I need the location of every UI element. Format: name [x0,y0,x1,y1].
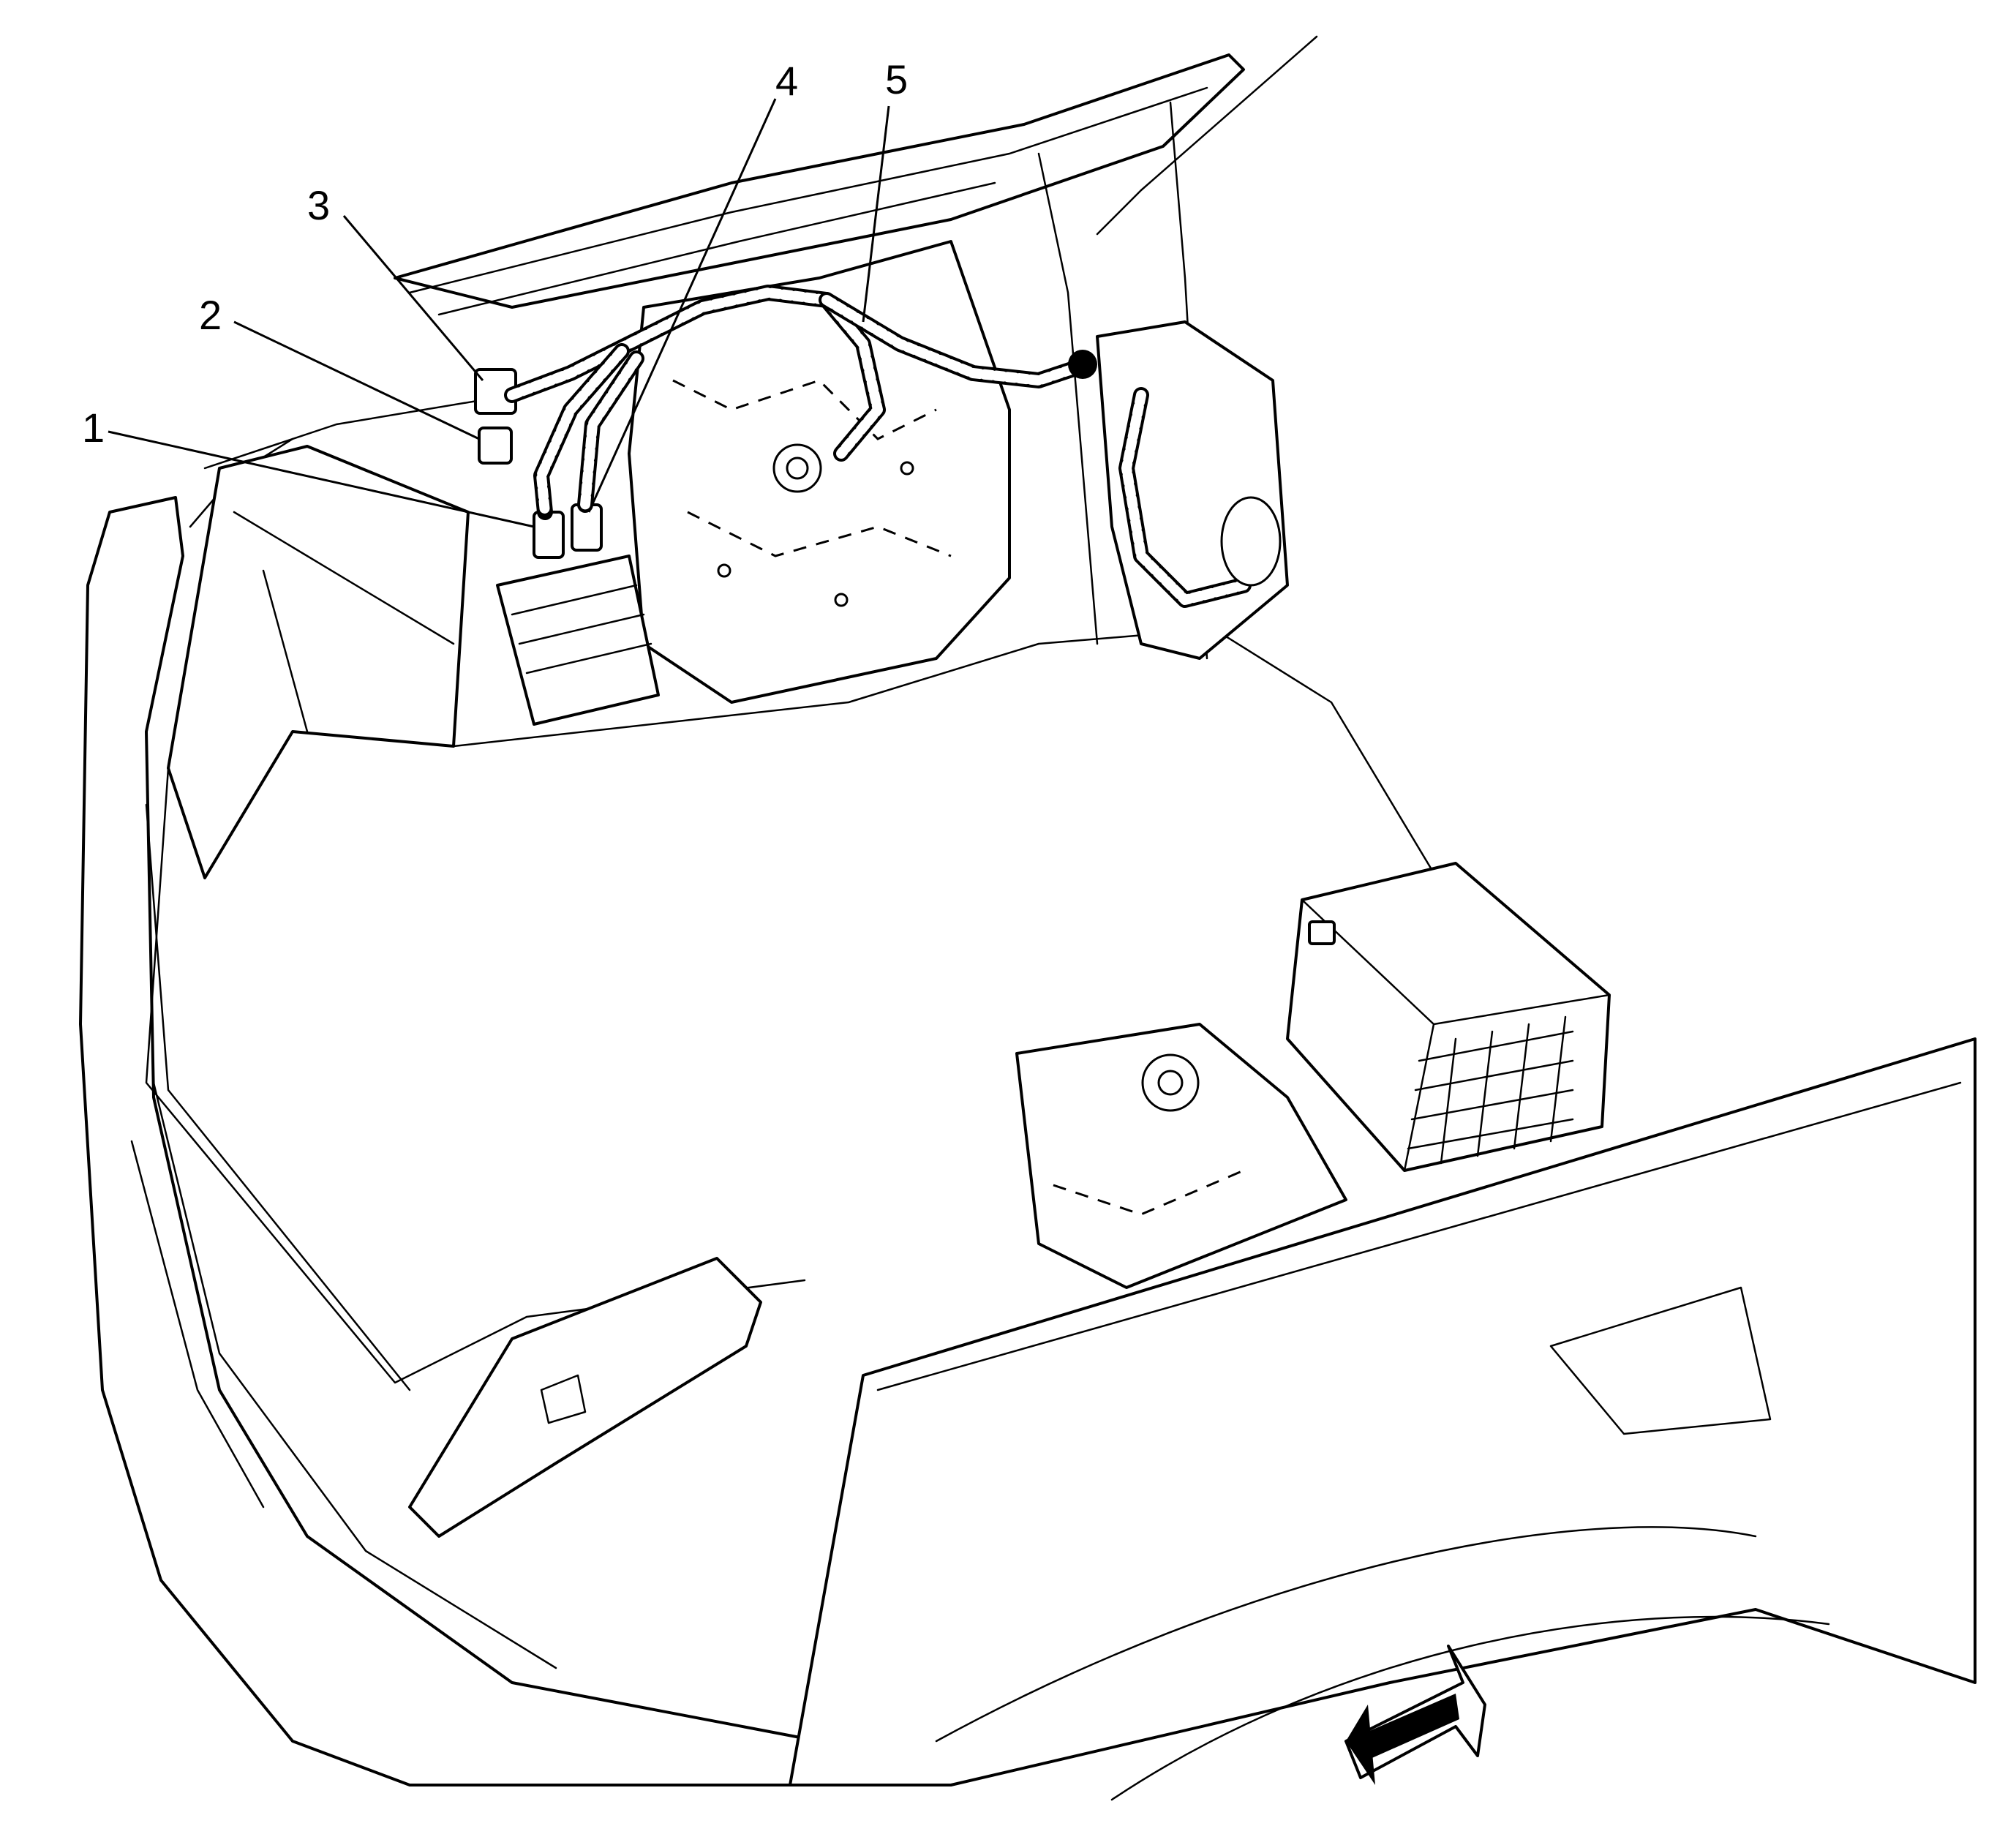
callout-4: 4 [775,58,798,104]
left-inner-apron [167,445,470,879]
leader-2 [233,320,480,440]
leader-3 [342,215,484,381]
left-front-fender [79,394,821,1786]
leader-4 [587,98,777,513]
front-direction-arrow-icon [1344,1645,1486,1785]
right-inner-fender [1096,320,1289,660]
leader-5 [862,105,890,323]
right-front-fender [789,1037,1976,1801]
left-splash-shield [408,1257,762,1538]
right-strut-tower [1015,1023,1347,1289]
callout-2: 2 [199,292,222,338]
callout-5: 5 [885,56,908,102]
leader-1 [108,430,535,528]
callout-leaders [108,98,890,528]
callout-3: 3 [307,182,330,228]
fuse-bracket-assembly [474,368,660,726]
callout-1: 1 [82,405,105,451]
battery-assembly [1286,862,1611,1172]
engine-wiring-harness [504,285,1097,520]
callout-labels: 1 2 3 4 5 [82,56,908,451]
